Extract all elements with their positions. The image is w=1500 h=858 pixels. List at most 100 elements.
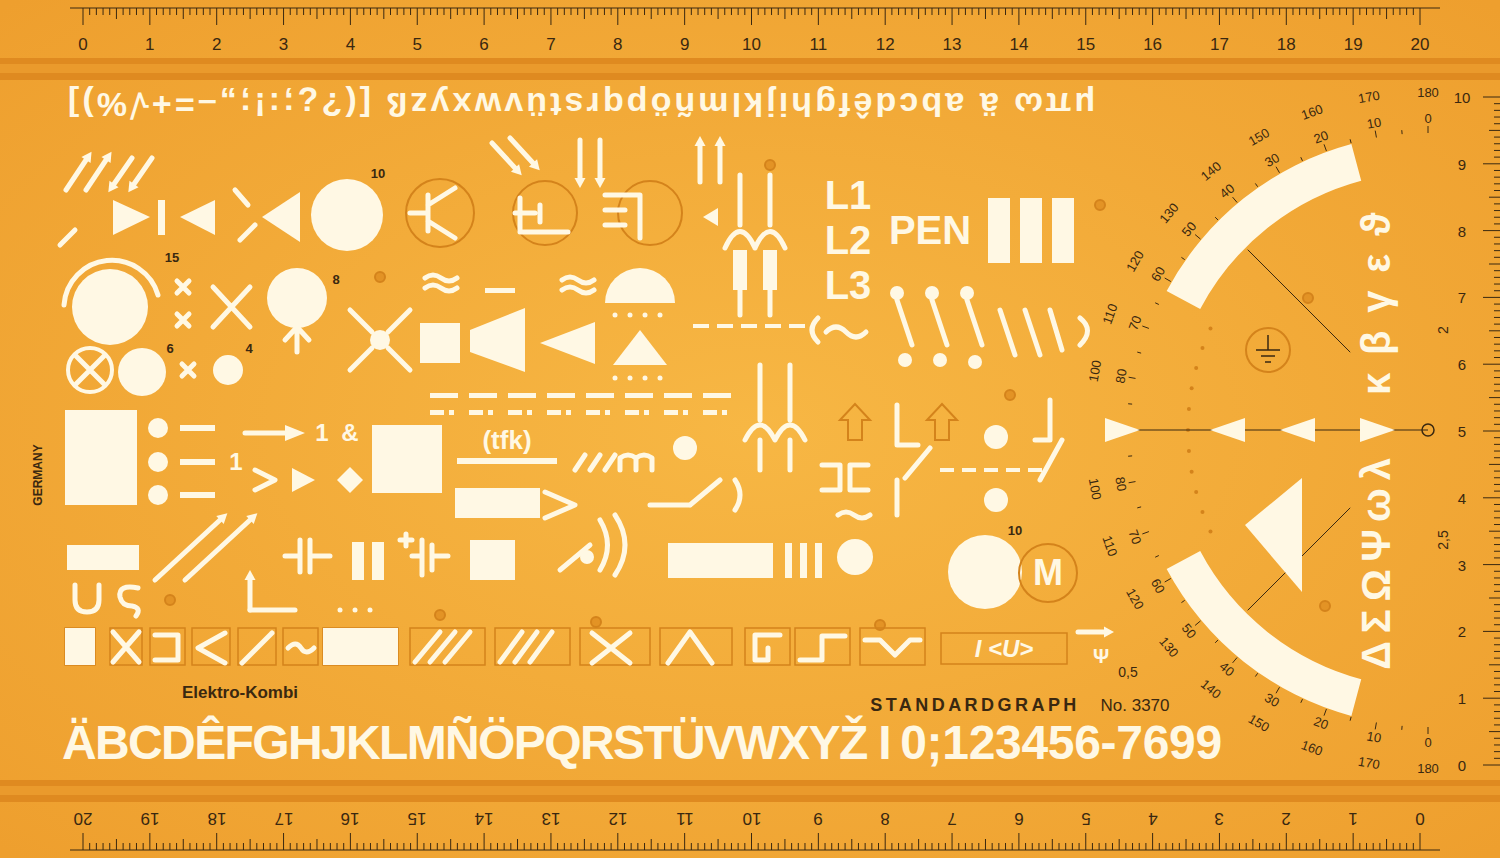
stencil-hole [1320, 601, 1330, 611]
ruler-tick [517, 8, 518, 19]
ground-symbol [1256, 335, 1280, 362]
cutout-rect [668, 543, 773, 578]
ruler-tick [330, 8, 331, 15]
protractor-number: 30 [1262, 151, 1281, 169]
node-outline [1019, 544, 1077, 602]
ruler-tick [363, 8, 364, 15]
cutout-rect [323, 628, 398, 665]
ruler-tick [183, 839, 184, 850]
ruler-tick [450, 839, 451, 850]
ruler-tick [103, 8, 104, 15]
cutout-rect [1006, 468, 1020, 472]
ruler-tick [423, 843, 424, 850]
cutout-triangle [703, 208, 718, 226]
ruler-tick [958, 8, 959, 15]
ruler-tick [1346, 8, 1347, 15]
ruler-tick [1132, 843, 1133, 850]
ruler-tick [1494, 678, 1500, 679]
cutout-stroke [560, 515, 625, 575]
ruler-tick [851, 839, 852, 850]
cutout-rect [664, 393, 692, 398]
protractor-dot [1190, 386, 1194, 390]
ruler-number: 13 [541, 810, 560, 827]
cutout-circle [267, 268, 327, 328]
cutout-stroke [240, 225, 255, 240]
ruler-tick [1494, 611, 1500, 612]
cutout-circle [72, 269, 148, 345]
engraved-frame [860, 628, 925, 665]
protractor-tick [1142, 326, 1149, 328]
ruler-tick [1025, 8, 1026, 15]
ruler-tick [898, 843, 899, 850]
protractor-tick [1195, 235, 1200, 239]
ruler-tick [798, 8, 799, 15]
cutout-rect [988, 198, 1010, 263]
node-text: M [1033, 555, 1063, 591]
ruler-tick [250, 8, 251, 19]
ruler-tick [1353, 833, 1354, 850]
ruler-tick [751, 8, 752, 25]
cutout-circle [837, 539, 873, 575]
ruler-tick [1494, 344, 1500, 345]
engraved-frame [65, 628, 95, 665]
ruler-tick [176, 8, 177, 15]
ruler-tick [1494, 751, 1500, 752]
logic-symbol: & [341, 421, 358, 445]
ruler-tick [1038, 8, 1039, 15]
ruler-tick [571, 843, 572, 850]
cutout-rect [765, 324, 781, 328]
cutout-rect [469, 410, 483, 415]
cutout-dot [613, 376, 618, 381]
ruler-number: 0 [1415, 810, 1424, 827]
ruler-tick [1333, 843, 1334, 850]
ruler-tick [1272, 843, 1273, 850]
ruler-tick [1494, 384, 1500, 385]
ruler-tick [1494, 317, 1500, 318]
ruler-tick [1239, 8, 1240, 15]
ruler-number: 6 [1458, 357, 1466, 372]
ruler-tick [163, 843, 164, 850]
ruler-tick [1494, 190, 1500, 191]
ruler-tick [577, 843, 578, 850]
ruler-tick [992, 8, 993, 15]
ruler-tick [871, 843, 872, 850]
ruler-tick [530, 8, 531, 15]
cutout-stroke [897, 300, 1088, 355]
ruler-tick [1313, 8, 1314, 15]
cutout-stroke [1078, 630, 1104, 635]
cutout-rect [962, 468, 976, 472]
cutout-stroke [198, 633, 225, 663]
ruler-tick [470, 843, 471, 850]
protractor-number: 150 [1246, 126, 1271, 148]
ruler-tick [992, 843, 993, 850]
ruler-tick [978, 8, 979, 15]
cutout-stroke [86, 160, 106, 190]
ruler-tick [136, 843, 137, 850]
ruler-tick [804, 8, 805, 15]
protractor-tick [1428, 126, 1429, 133]
cutout-stroke [812, 318, 866, 342]
cutout-stroke [668, 632, 712, 663]
ruler-tick [149, 833, 150, 850]
ruler-tick [1152, 833, 1153, 850]
ruler-tick [1494, 304, 1500, 305]
ruler-tick [1226, 8, 1227, 15]
ruler-tick [129, 843, 130, 850]
greek-row: ΔΣΩΨωλ [1356, 450, 1396, 669]
ruler-tick [651, 8, 652, 19]
ruler-tick [484, 833, 485, 850]
ruler-tick [1306, 843, 1307, 850]
cutout-rect [527, 410, 532, 415]
ruler-tick [143, 843, 144, 850]
ruler-tick [136, 8, 137, 15]
engraved-circle [513, 181, 577, 245]
ruler-tick [203, 843, 204, 850]
cutout-rect [420, 323, 460, 363]
ruler-tick [1306, 8, 1307, 15]
ruler-tick [1494, 704, 1500, 705]
ruler-tick [203, 8, 204, 15]
ruler-tick [617, 833, 618, 850]
ruler-tick [290, 8, 291, 15]
ruler-tick [931, 843, 932, 850]
cutout-triangle [1360, 418, 1395, 442]
